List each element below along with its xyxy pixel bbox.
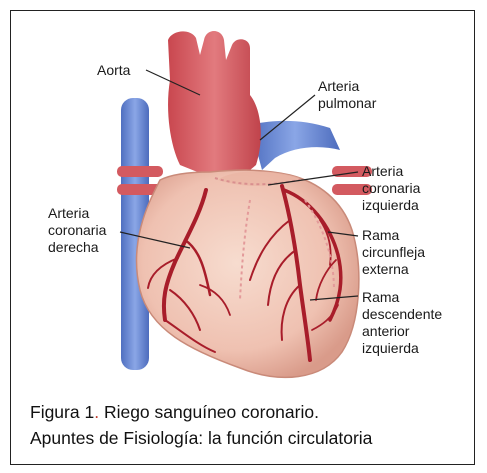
pulmonary-artery xyxy=(250,121,340,170)
label-line: izquierda xyxy=(362,340,442,357)
label-line: Arteria xyxy=(48,205,106,222)
figure-source: Apuntes de Fisiología: la función circul… xyxy=(30,428,372,449)
label-arteria-coronaria-derecha: Arteria coronaria derecha xyxy=(48,205,106,256)
label-aorta: Aorta xyxy=(97,62,130,79)
label-line: Rama xyxy=(362,289,442,306)
label-line: anterior xyxy=(362,323,442,340)
label-rama-circunfleja: Rama circunfleja externa xyxy=(362,227,425,278)
aorta xyxy=(168,31,261,175)
figure-caption: Figura 1. Riego sanguíneo coronario. xyxy=(30,402,319,423)
label-line: coronaria xyxy=(48,222,106,239)
label-line: Rama xyxy=(362,227,425,244)
label-rama-descendente: Rama descendente anterior izquierda xyxy=(362,289,442,357)
label-line: derecha xyxy=(48,239,106,256)
label-line: externa xyxy=(362,261,425,278)
label-line: Arteria xyxy=(318,78,376,95)
label-line: circunfleja xyxy=(362,244,425,261)
label-line: pulmonar xyxy=(318,95,376,112)
figure-title: Riego sanguíneo coronario. xyxy=(99,402,319,422)
label-arteria-pulmonar: Arteria pulmonar xyxy=(318,78,376,112)
label-line: Arteria xyxy=(362,163,420,180)
label-line: izquierda xyxy=(362,197,420,214)
figure-label: Figura 1 xyxy=(30,402,94,422)
label-line: coronaria xyxy=(362,180,420,197)
label-line: descendente xyxy=(362,306,442,323)
label-arteria-coronaria-izquierda: Arteria coronaria izquierda xyxy=(362,163,420,214)
